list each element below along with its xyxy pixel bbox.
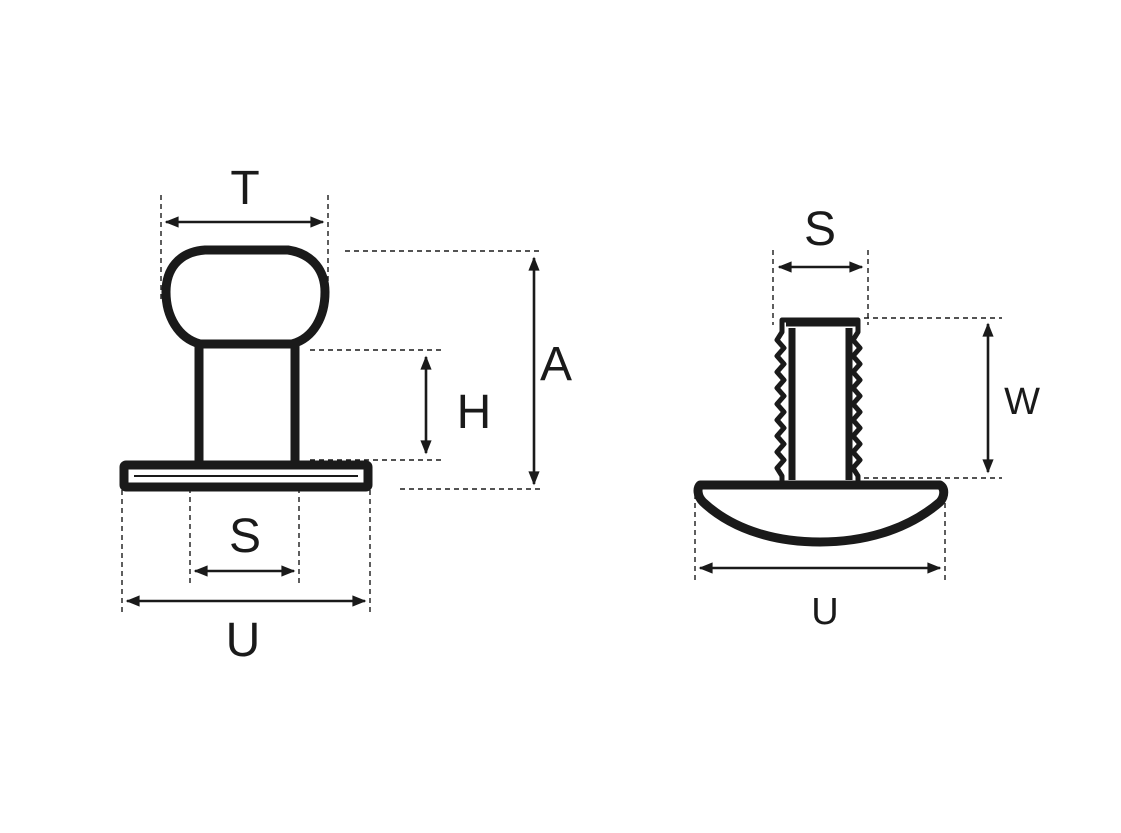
label-w: W (1004, 381, 1040, 423)
label-a: A (540, 338, 572, 391)
label-s-left: S (229, 510, 261, 563)
right-screw (693, 317, 949, 547)
right-labels: S W U (804, 203, 1040, 633)
left-dimension-lines (121, 195, 540, 612)
stud-head (161, 245, 330, 349)
label-u-left: U (226, 614, 261, 667)
label-t: T (230, 162, 259, 215)
label-s-right: S (804, 203, 836, 256)
screw-domed-head (693, 480, 949, 547)
left-labels: T A H S U (226, 162, 572, 667)
right-dimension-lines (694, 250, 1002, 582)
label-h: H (457, 386, 492, 439)
stud-shank (194, 339, 300, 467)
stud-base-plate (119, 460, 373, 492)
left-stud (119, 245, 373, 492)
label-u-right: U (811, 591, 838, 633)
